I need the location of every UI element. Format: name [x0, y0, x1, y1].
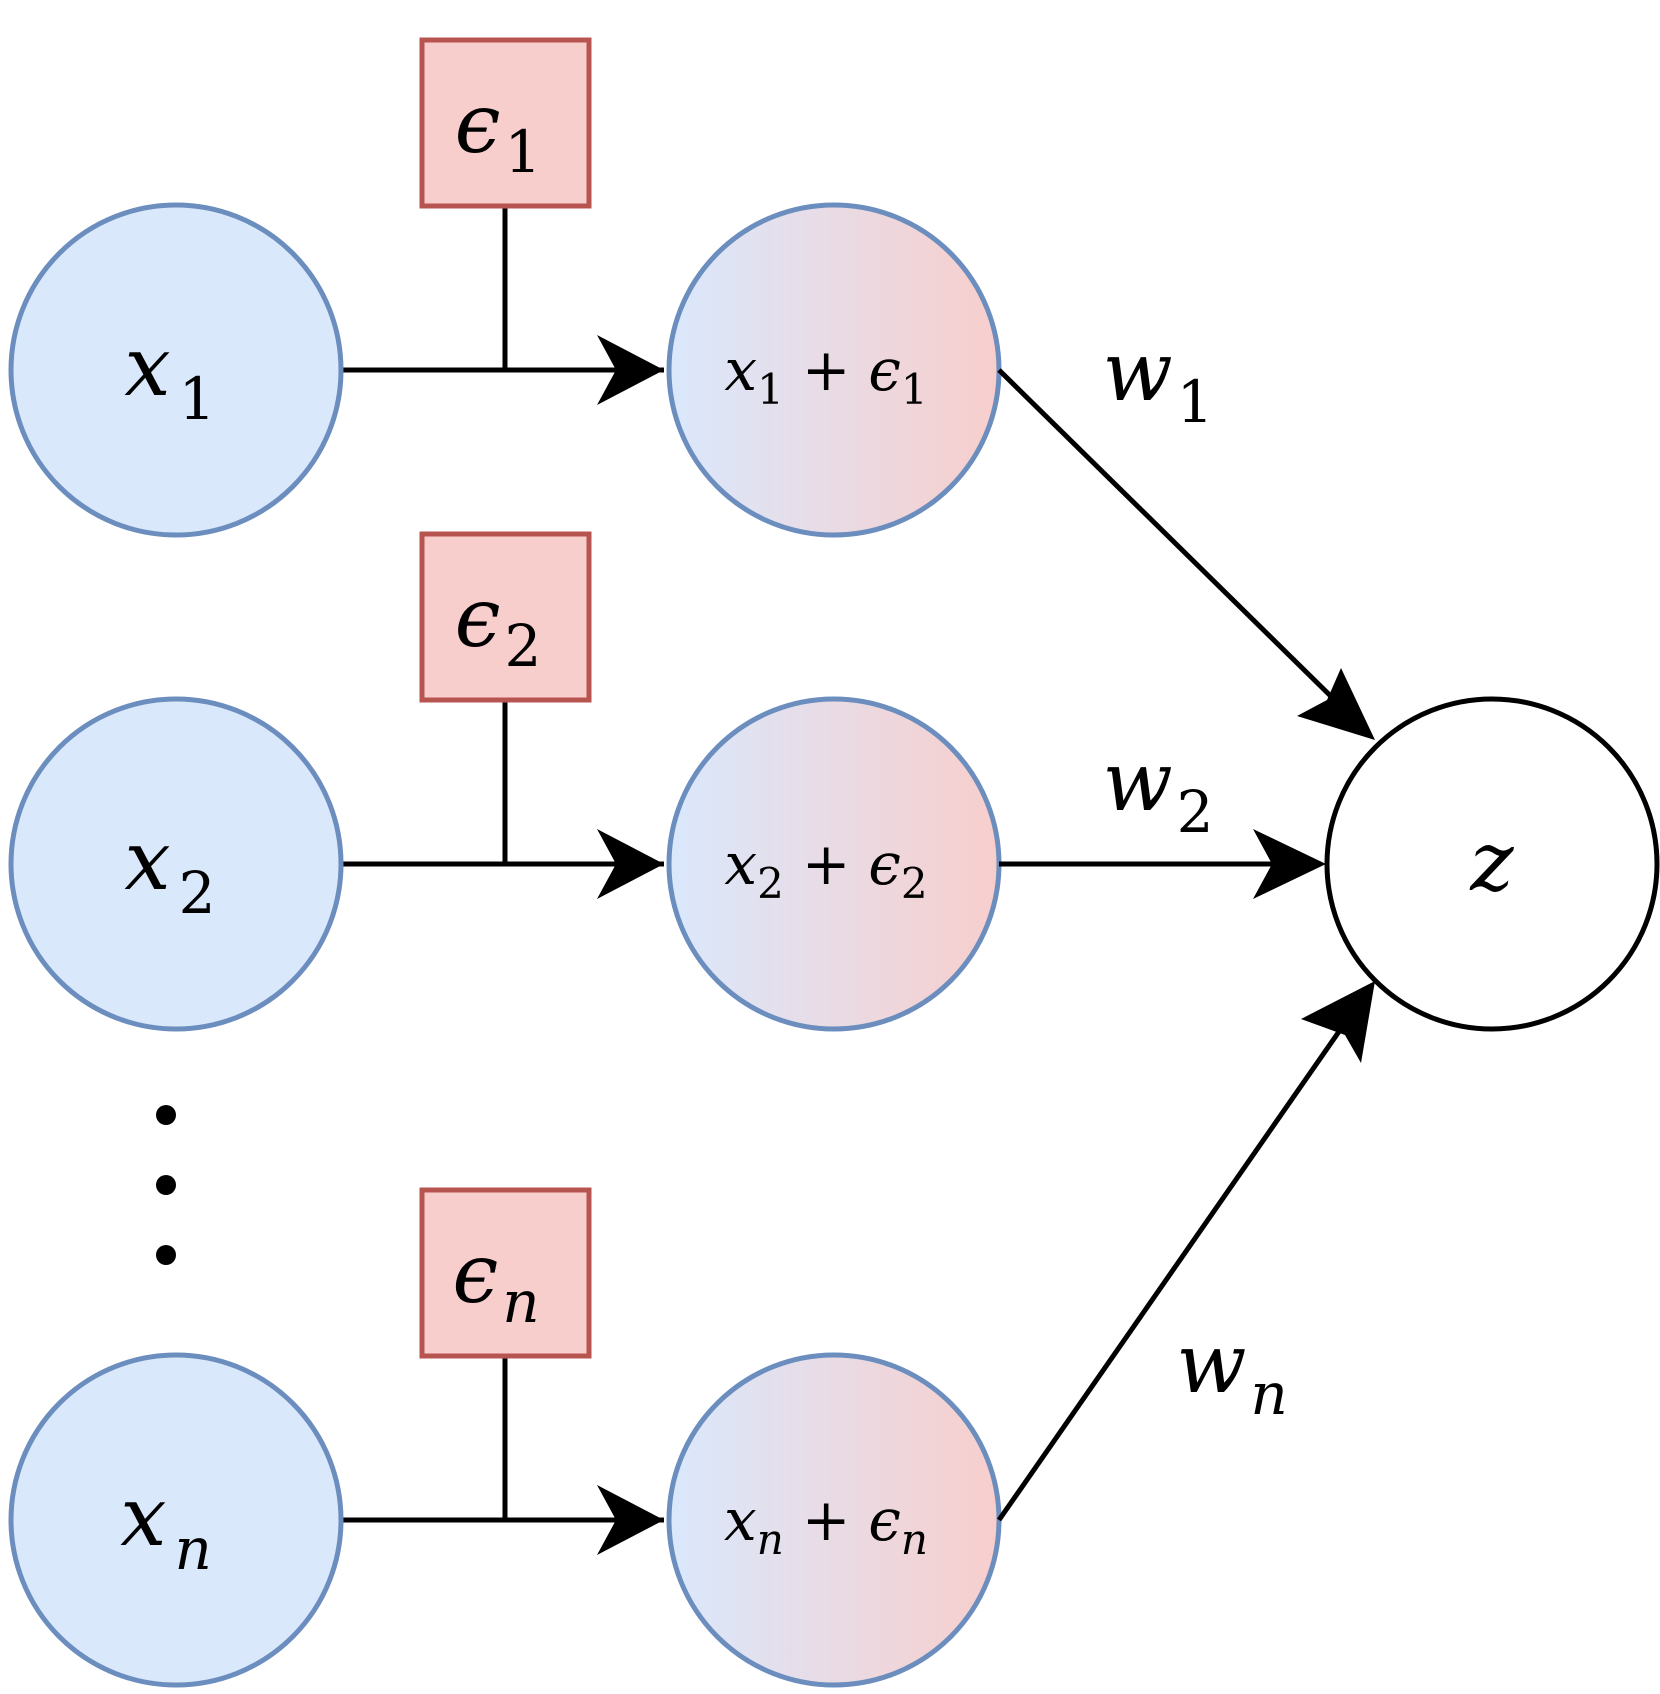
noise-label-eps1: ϵ1	[455, 77, 542, 186]
noise-sub: 2	[505, 612, 542, 680]
ellipsis-vertical	[156, 1105, 176, 1265]
output-node-z	[1324, 696, 1660, 1032]
sum-base1: x	[724, 1486, 757, 1554]
weighted-edges	[996, 368, 1375, 1522]
arrowhead-z-top	[1297, 668, 1375, 740]
noise-box-eps2	[419, 531, 592, 703]
edge-sum1-to-z	[997, 368, 1354, 719]
input-node-xn	[8, 1352, 344, 1688]
weight-base: w	[1176, 1317, 1246, 1412]
ellipsis-dot	[156, 1245, 176, 1265]
input-sub: n	[174, 1515, 211, 1583]
noise-base: ϵ	[455, 77, 501, 172]
weight-label-wn: wn	[1176, 1317, 1288, 1428]
sum-base1: x	[724, 830, 757, 898]
noise-box-eps1	[419, 37, 592, 209]
arrowhead-z-bottom	[1301, 981, 1375, 1063]
sum-base2: ϵ	[868, 336, 900, 404]
weight-label-w1: w1	[1102, 325, 1213, 436]
sum-op: +	[802, 830, 851, 898]
noise-label-eps2: ϵ2	[455, 571, 542, 680]
weight-label-w2: w2	[1102, 735, 1213, 846]
weight-sub: n	[1250, 1360, 1287, 1428]
arrowhead-sumn	[597, 1485, 664, 1555]
weight-base: w	[1102, 735, 1172, 830]
input-node-x2	[8, 696, 344, 1032]
noise-base: ϵ	[452, 1227, 498, 1322]
arrowhead-z-mid	[1253, 829, 1326, 899]
sum-base2: ϵ	[868, 1486, 900, 1554]
input-base: x	[124, 814, 170, 909]
ellipsis-dot	[156, 1105, 176, 1125]
edge-sumn-to-z	[996, 1008, 1357, 1522]
sum-sub2: 1	[901, 365, 928, 414]
input-base: x	[124, 320, 170, 415]
noise-box-epsn	[419, 1187, 592, 1359]
ellipsis-dot	[156, 1175, 176, 1195]
sum-label-1: x1+ϵ1	[724, 336, 927, 414]
sum-sub2: n	[901, 1515, 928, 1564]
sum-sub1: 2	[757, 859, 784, 908]
sum-label-n: xn+ϵn	[724, 1486, 928, 1564]
noise-base: ϵ	[455, 571, 501, 666]
noise-sub: n	[502, 1268, 539, 1336]
input-node-x1	[8, 202, 344, 538]
sum-sub1: n	[757, 1515, 784, 1564]
sum-op: +	[802, 336, 851, 404]
weight-base: w	[1102, 325, 1172, 420]
sum-label-2: x2+ϵ2	[724, 830, 927, 908]
weight-sub: 1	[1177, 368, 1214, 436]
noise-label-epsn: ϵn	[452, 1227, 539, 1336]
output-group: z	[1324, 696, 1660, 1032]
sum-base2: ϵ	[868, 830, 900, 898]
input-base: x	[120, 1470, 166, 1565]
noise-sub: 1	[505, 118, 542, 186]
weight-sub: 2	[1177, 778, 1214, 846]
sum-sub1: 1	[757, 365, 784, 414]
sum-op: +	[802, 1486, 851, 1554]
sum-sub2: 2	[901, 859, 928, 908]
output-label-z: z	[1469, 815, 1514, 910]
input-sub: 1	[179, 365, 216, 433]
arrowhead-sum2	[597, 829, 664, 899]
sum-base1: x	[724, 336, 757, 404]
input-sub: 2	[179, 859, 216, 927]
arrowhead-sum1	[597, 335, 664, 405]
